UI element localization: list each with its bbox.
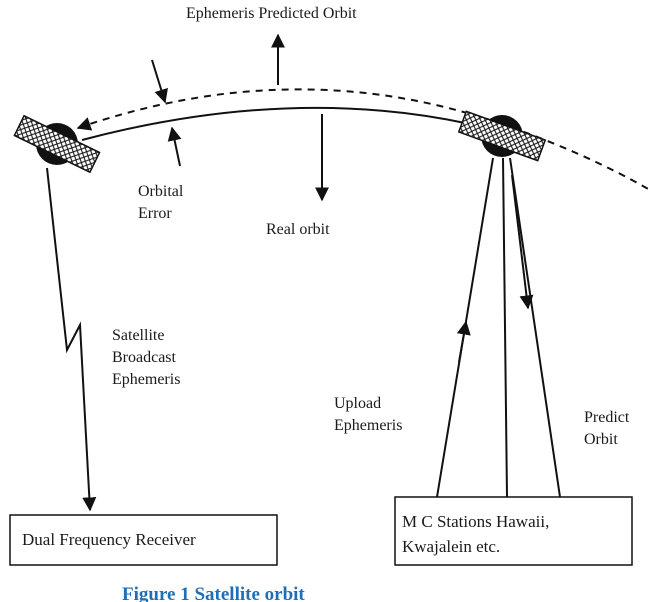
- stations-label-line1: M C Stations Hawaii,: [402, 512, 549, 531]
- satellite-broadcast-label-line1: Satellite: [112, 327, 164, 344]
- predict-line-right: [509, 157, 561, 498]
- satellite-broadcast-label-line3: Ephemeris: [112, 371, 180, 388]
- receiver-label: Dual Frequency Receiver: [22, 530, 196, 549]
- satellite-broadcast-label-line2: Broadcast: [112, 349, 177, 366]
- stations-box: M C Stations Hawaii, Kwajalein etc.: [394, 496, 633, 566]
- ephemeris-predicted-orbit-label: Ephemeris Predicted Orbit: [186, 5, 357, 22]
- broadcast-signal-line: [46, 167, 97, 512]
- real-orbit-label: Real orbit: [266, 221, 330, 238]
- predict-orbit-label-line1: Predict: [584, 409, 630, 426]
- orbital-error-label-line1: Orbital: [138, 183, 184, 200]
- predict-arrow: [511, 174, 534, 310]
- orbital-error-label-line2: Error: [138, 205, 172, 222]
- satellite-right-icon: [457, 110, 547, 162]
- upload-ephemeris-label-line1: Upload: [334, 395, 381, 412]
- figure-caption: Figure 1 Satellite orbit: [122, 584, 305, 602]
- orbital-error-arrow-top: [151, 59, 168, 104]
- station-line-center: [502, 157, 508, 498]
- upload-ephemeris-label-line2: Ephemeris: [334, 417, 402, 434]
- receiver-box: Dual Frequency Receiver: [9, 514, 278, 566]
- predict-orbit-label-line2: Orbit: [584, 431, 618, 448]
- upload-arrow: [456, 320, 471, 363]
- stations-label-line2: Kwajalein etc.: [402, 537, 500, 556]
- predicted-orbit-path: [76, 88, 650, 191]
- orbital-error-arrow-bottom: [167, 126, 182, 167]
- satellite-left-icon: [13, 114, 101, 174]
- real-orbit-path: [81, 106, 471, 141]
